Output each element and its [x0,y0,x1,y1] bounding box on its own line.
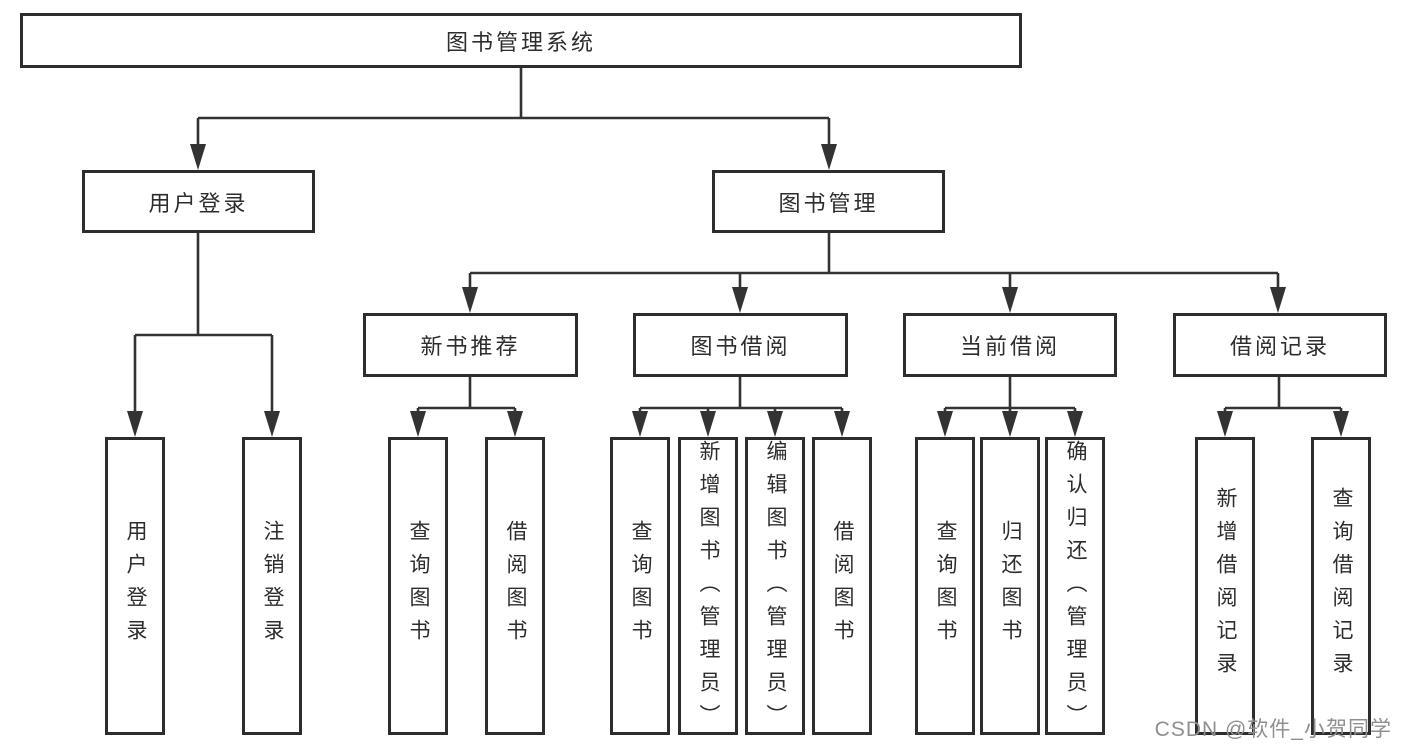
arrow-down-icon [190,144,206,170]
arrow-down-icon [462,287,478,313]
node-leaf-return-book: 归还图书 [980,437,1040,735]
arrow-down-icon [410,411,426,437]
node-leaf-query-books-2: 查询图书 [610,437,670,735]
arrow-down-icon [264,411,280,437]
arrow-down-icon [127,411,143,437]
node-leaf-logout: 注销登录 [242,437,302,735]
arrow-down-icon [1002,287,1018,313]
arrow-down-icon [1270,287,1286,313]
arrow-down-icon [1002,411,1018,437]
arrow-down-icon [834,411,850,437]
arrow-down-icon [821,144,837,170]
node-user-login: 用户登录 [82,170,315,233]
node-leaf-query-books-3: 查询图书 [915,437,975,735]
node-leaf-edit-book-admin: 编辑图书（管理员） [745,437,805,737]
arrow-down-icon [1333,411,1349,437]
node-borrow-records: 借阅记录 [1173,313,1387,377]
arrow-down-icon [507,411,523,437]
node-book-borrow: 图书借阅 [633,313,848,377]
arrow-down-icon [767,411,783,437]
arrow-down-icon [937,411,953,437]
node-root: 图书管理系统 [20,13,1022,68]
watermark: CSDN @软件_小贺同学 [1154,718,1392,741]
arrow-down-icon [1217,411,1233,437]
node-book-management: 图书管理 [712,170,945,233]
node-leaf-borrow-books-2: 借阅图书 [812,437,872,735]
node-leaf-add-book-admin: 新增图书（管理员） [678,437,738,737]
node-current-borrow: 当前借阅 [903,313,1117,377]
node-leaf-query-books-1: 查询图书 [388,437,448,735]
node-leaf-user-login: 用户登录 [105,437,165,735]
node-leaf-confirm-return-admin: 确认归还（管理员） [1045,437,1105,737]
node-leaf-query-borrow-record: 查询借阅记录 [1311,437,1371,735]
node-new-book-recommend: 新书推荐 [363,313,578,377]
arrow-down-icon [1067,411,1083,437]
node-leaf-add-borrow-record: 新增借阅记录 [1195,437,1255,735]
arrow-down-icon [632,411,648,437]
node-leaf-borrow-books-1: 借阅图书 [485,437,545,735]
arrow-down-icon [732,287,748,313]
arrow-down-icon [700,411,716,437]
